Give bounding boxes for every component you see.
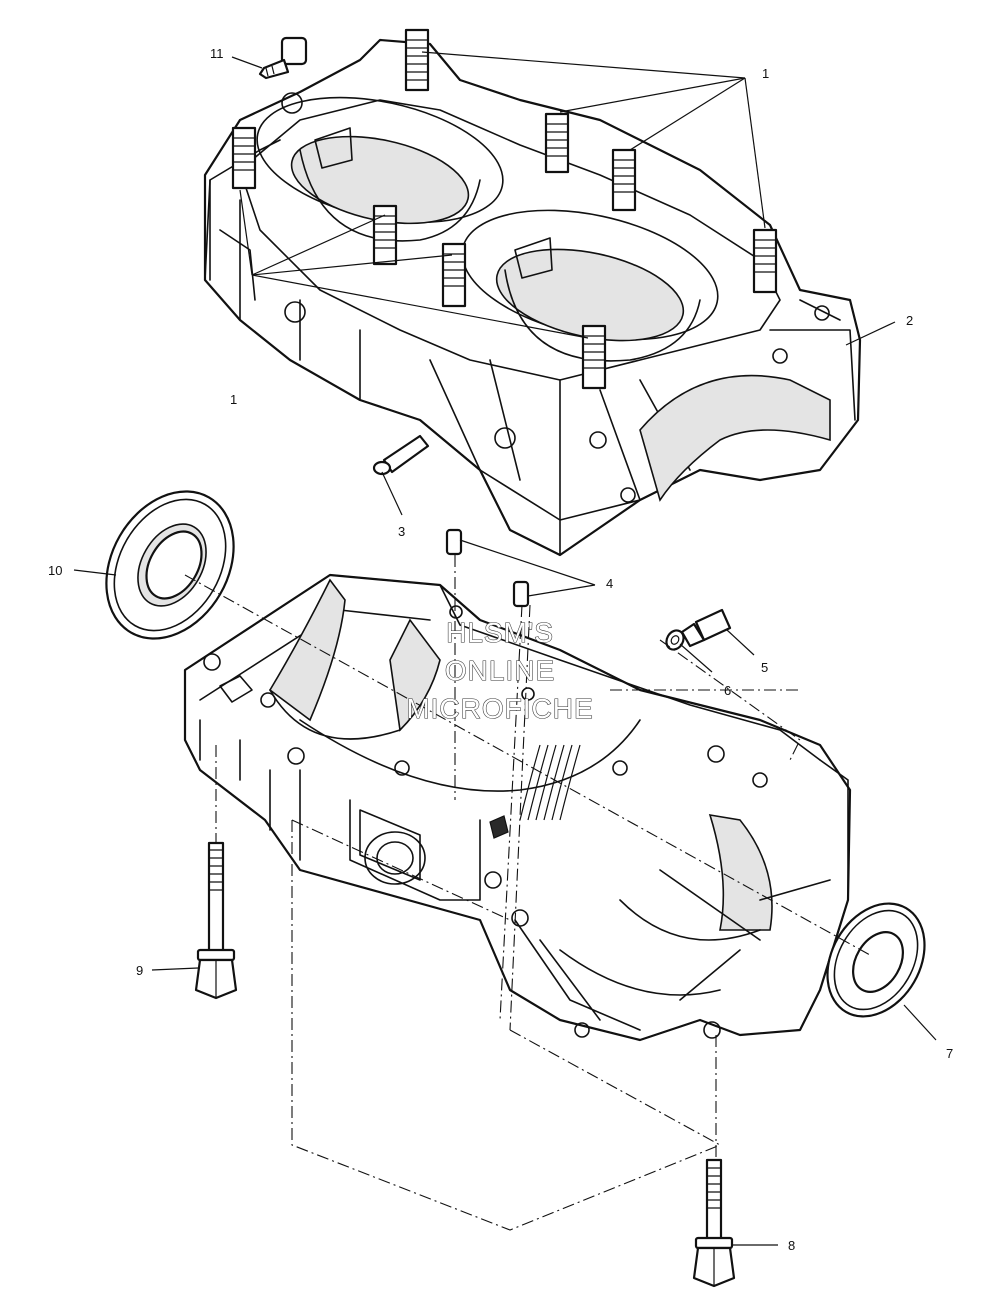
dowel-pins-part-4 (445, 528, 530, 608)
upper-crankcase (203, 38, 862, 557)
watermark-line-3: MICROFICHE (406, 693, 593, 724)
oil-seal-part-7 (826, 902, 926, 1018)
callout-5: 5 (761, 660, 768, 675)
oil-seal-part-10 (105, 490, 235, 640)
callout-11: 11 (210, 46, 224, 61)
stud-4 (752, 228, 778, 294)
callout-4: 4 (606, 576, 613, 591)
callout-8: 8 (788, 1238, 795, 1253)
callout-10: 10 (48, 563, 62, 578)
callout-9: 9 (136, 963, 143, 978)
labyrinth-seal (519, 744, 581, 821)
lower-crankcase (183, 573, 852, 1042)
plug-part-3 (372, 434, 430, 476)
callout-1-top: 1 (762, 66, 769, 81)
stud-7 (441, 242, 467, 308)
callout-1-left: 1 (230, 392, 237, 407)
stud-3 (611, 148, 637, 212)
leader-lines (73, 51, 937, 1246)
bolt-part-5 (680, 608, 732, 648)
callout-numbers: 1 1 2 3 4 5 6 7 8 9 10 11 (48, 46, 953, 1253)
fitting-part-11 (258, 36, 308, 80)
stud-6 (372, 204, 398, 266)
callout-7: 7 (946, 1046, 953, 1061)
bolt-part-9 (194, 841, 238, 1000)
callout-6: 6 (724, 683, 731, 698)
washer-part-6 (665, 629, 685, 651)
stud-2 (544, 112, 570, 174)
callout-2: 2 (906, 313, 913, 328)
stud-5 (231, 126, 257, 190)
bolt-part-8 (692, 1158, 736, 1288)
callout-3: 3 (398, 524, 405, 539)
watermark-line-1: HLSM'S (446, 617, 554, 648)
alignment-lines (184, 555, 871, 1231)
watermark-line-2: ONLINE (445, 655, 555, 686)
stud-8 (581, 324, 607, 390)
cylinder-studs (231, 28, 778, 390)
stud-1 (404, 28, 430, 92)
watermark: HLSM'S ONLINE MICROFICHE (406, 616, 593, 724)
